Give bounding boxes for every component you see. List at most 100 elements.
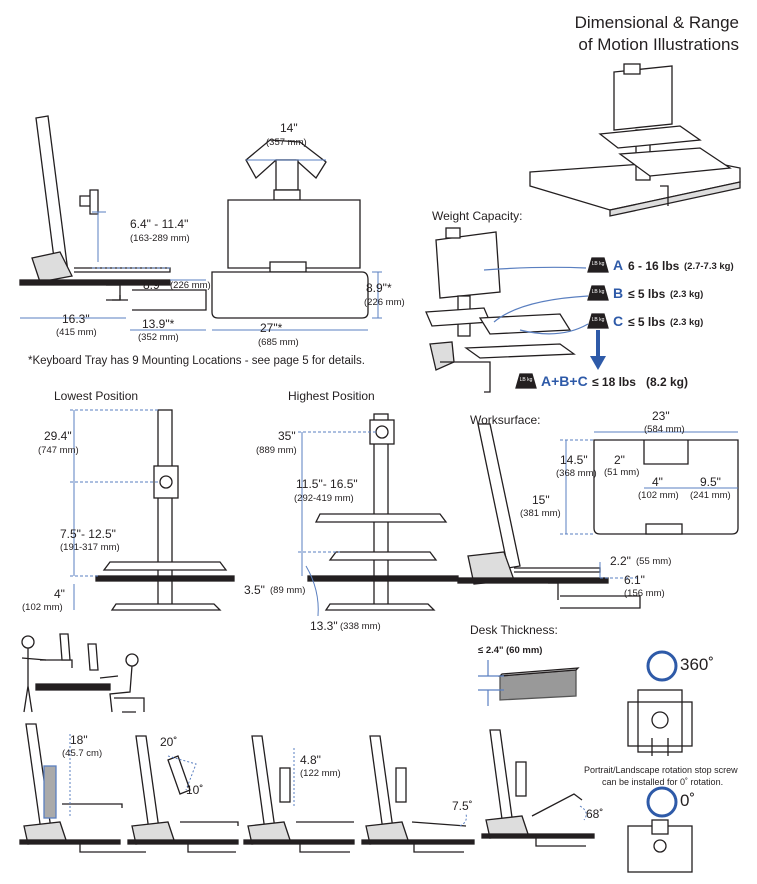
tray-reach-mm: (352 mm) — [138, 332, 179, 343]
rotation-0 — [627, 786, 693, 873]
weight-a-mm: (2.7-7.3 kg) — [684, 261, 734, 272]
people-figures — [21, 633, 145, 713]
ws-lift: 2.2" — [610, 554, 631, 568]
tray-width: 27"* — [260, 321, 283, 335]
mount-width-mm: (357 mm) — [266, 137, 307, 148]
weight-icon-label-c: LB kg — [591, 317, 605, 323]
lowest-height-mm: (747 mm) — [38, 445, 79, 456]
lowest-heading: Lowest Position — [54, 389, 139, 403]
weight-a-value: 6 - 16 lbs — [628, 259, 680, 273]
lowest-dims — [70, 409, 160, 610]
desk-dims — [478, 660, 504, 706]
weight-total-mm: (8.2 kg) — [646, 375, 689, 389]
ws-width: 23" — [652, 409, 670, 423]
ws-inset-mm: (102 mm) — [638, 490, 679, 501]
keyboard-tray-note: *Keyboard Tray has 9 Mounting Locations … — [28, 355, 365, 367]
lowest-base: 4" — [54, 587, 65, 601]
highest-reach-mm: (338 mm) — [340, 621, 381, 632]
tray-side: 8.9"* — [366, 281, 392, 295]
tray-depth-mm: (226 mm) — [170, 280, 211, 291]
lowest-base-mm: (102 mm) — [22, 602, 63, 613]
ws-clear-mm: (156 mm) — [624, 588, 665, 599]
mount-width: 14" — [280, 121, 298, 135]
ws-clear: 6.1" — [624, 573, 645, 587]
front-top-dims — [212, 159, 382, 331]
ws-depth2-mm: (381 mm) — [520, 508, 561, 519]
highest-range-mm: (292-419 mm) — [294, 493, 354, 504]
motion-tray-tilt2: 68˚ — [586, 807, 604, 821]
desk-value: ≤ 2.4" — [478, 645, 504, 656]
weight-icon-label-total: LB kg — [519, 377, 533, 383]
weight-b-mm: (2.3 kg) — [670, 289, 704, 300]
rotation-360 — [627, 650, 693, 756]
lowest-range: 7.5"- 12.5" — [60, 527, 116, 541]
iso-view — [529, 63, 741, 217]
page-title-line2: of Motion Illustrations — [578, 35, 739, 54]
highest-base: 3.5" — [244, 583, 265, 597]
highest-base-mm: (89 mm) — [270, 585, 306, 596]
highest-height-mm: (889 mm) — [256, 445, 297, 456]
highest-range: 11.5"- 16.5" — [296, 477, 358, 491]
tray-width-mm: (685 mm) — [258, 337, 299, 348]
ws-depth2: 15" — [532, 493, 550, 507]
weight-c-mm: (2.3 kg) — [670, 317, 704, 328]
weight-a-letter: A — [613, 257, 624, 273]
rotation-360-label: 360˚ — [680, 655, 715, 674]
weight-total-letter: A+B+C — [541, 373, 588, 389]
page-title-line1: Dimensional & Range — [574, 13, 739, 32]
tray-reach: 13.9"* — [142, 317, 175, 331]
side-view-top — [19, 115, 207, 311]
ws-depth1: 14.5" — [560, 453, 588, 467]
desk-heading: Desk Thickness: — [470, 623, 558, 637]
motion-lift-mm: (45.7 cm) — [62, 748, 103, 759]
worksurface-side — [457, 423, 641, 609]
side-top-dims — [20, 211, 206, 331]
weight-c-value: ≤ 5 lbs — [628, 315, 666, 329]
lowest-range-mm: (191-317 mm) — [60, 542, 120, 553]
ws-side: 9.5" — [700, 475, 721, 489]
highest-dims — [298, 431, 376, 617]
highest-reach: 13.3" — [310, 619, 338, 633]
desk-value-mm: (60 mm) — [506, 645, 543, 656]
weight-b-letter: B — [613, 285, 624, 301]
weight-arrows — [483, 266, 606, 370]
base-depth: 16.3" — [62, 312, 90, 326]
ws-lift-mm: (55 mm) — [636, 556, 672, 567]
ws-side-mm: (241 mm) — [690, 490, 731, 501]
weight-image — [425, 227, 576, 393]
weight-total-value: ≤ 18 lbs — [592, 375, 636, 389]
motion-pan-mm: (122 mm) — [300, 768, 341, 779]
ws-depth1-mm: (368 mm) — [556, 468, 597, 479]
ws-inset: 4" — [652, 475, 663, 489]
tray-side-mm: (226 mm) — [364, 297, 405, 308]
highest-height: 35" — [278, 429, 296, 443]
front-view-top — [211, 139, 369, 319]
worksurface-heading: Worksurface: — [470, 413, 541, 427]
desk-thickness — [498, 667, 580, 701]
base-depth-mm: (415 mm) — [56, 327, 97, 338]
weight-heading: Weight Capacity: — [432, 209, 523, 223]
weight-c-letter: C — [613, 313, 624, 329]
motion-tilt-up: 20˚ — [160, 735, 178, 749]
weight-icon-label-b: LB kg — [591, 289, 605, 295]
motion-tray-tilt1: 7.5˚ — [452, 799, 473, 813]
rotation-0-label: 0˚ — [680, 791, 696, 810]
motion-pan: 4.8" — [300, 753, 321, 767]
highest-view — [307, 413, 459, 611]
worksurface-top — [593, 439, 739, 535]
rotation-caption-1: Portrait/Landscape rotation stop screw — [584, 765, 738, 775]
motion-dims — [69, 734, 587, 827]
motion-lift: 18" — [70, 733, 88, 747]
worksurface-dims — [560, 431, 738, 579]
motion-tilt-down: 10˚ — [186, 783, 204, 797]
height-range-mm: (163-289 mm) — [130, 233, 190, 244]
height-range: 6.4" - 11.4" — [130, 217, 189, 231]
weight-icon-label-a: LB kg — [591, 261, 605, 267]
rotation-caption-2: can be installed for 0˚ rotation. — [602, 777, 724, 787]
weight-b-value: ≤ 5 lbs — [628, 287, 666, 301]
highest-heading: Highest Position — [288, 389, 375, 403]
lowest-height: 29.4" — [44, 429, 72, 443]
weight-icons — [515, 257, 609, 389]
